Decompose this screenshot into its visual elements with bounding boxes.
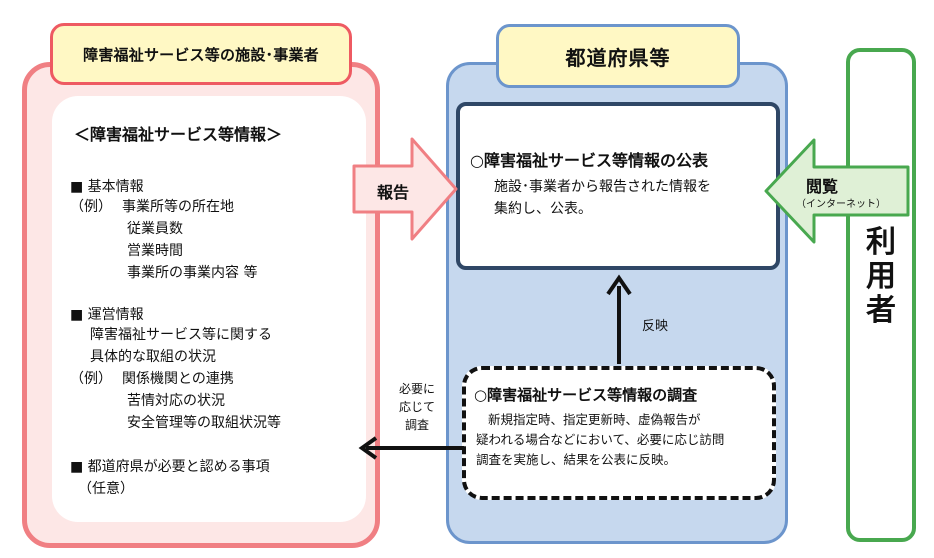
investigate-label-line: 必要に <box>398 382 435 396</box>
users-label: 利 用 者 <box>846 226 916 328</box>
operation-item: 安全管理等の取組状況等 <box>127 415 281 431</box>
basic-item: 営業時間 <box>127 243 183 259</box>
survey-desc: 調査を実施し、結果を公表に反映。 <box>476 452 677 467</box>
basic-item: 従業員数 <box>127 221 183 237</box>
users-label-char: 者 <box>866 293 896 328</box>
operation-item: 関係機関との連携 <box>122 371 234 387</box>
survey-box <box>462 366 776 500</box>
prefecture-items-note: （任意） <box>78 481 134 497</box>
survey-desc: 疑われる場合などにおいて、必要に応じ訪問 <box>476 432 725 447</box>
reflect-label: 反映 <box>642 319 669 334</box>
operation-desc: 具体的な取組の状況 <box>90 349 216 365</box>
publication-box <box>456 102 780 270</box>
users-label-char: 利 <box>866 225 896 260</box>
operation-item: 苦情対応の状況 <box>127 393 225 409</box>
basic-example-label: （例） <box>70 199 112 215</box>
basic-info-title: ■ 基本情報 <box>70 179 144 195</box>
users-panel <box>846 48 916 542</box>
prefecture-items-title: ■ 都道府県が必要と認める事項 <box>70 459 270 475</box>
prefecture-title: 都道府県等 <box>496 24 740 88</box>
facilities-info-card <box>52 96 366 522</box>
operation-example-label: （例） <box>70 371 112 387</box>
browse-arrow <box>764 138 910 244</box>
basic-item: 事業所等の所在地 <box>122 199 234 215</box>
investigate-label-line: 調査 <box>404 418 429 432</box>
info-heading: ＜障害福祉サービス等情報＞ <box>74 125 283 144</box>
browse-sublabel: （インターネット） <box>796 199 886 210</box>
browse-label: 閲覧 <box>806 177 839 196</box>
operation-desc: 障害福祉サービス等に関する <box>90 327 272 343</box>
facilities-title: 障害福祉サービス等の施設･事業者 <box>50 23 352 85</box>
survey-title: ○障害福祉サービス等情報の調査 <box>474 386 698 404</box>
users-label-char: 用 <box>866 259 896 294</box>
survey-desc: 新規指定時、指定更新時、虚偽報告が <box>488 412 701 427</box>
investigate-label-line: 応じて <box>398 400 435 414</box>
investigate-label: 必要に 応じて 調査 <box>397 380 437 434</box>
report-arrow <box>352 137 458 241</box>
publication-desc: 集約し、公表。 <box>494 201 592 217</box>
publication-desc: 施設･事業者から報告された情報を <box>494 179 711 195</box>
reflect-arrow <box>606 274 632 364</box>
publication-title: ○障害福祉サービス等情報の公表 <box>470 151 708 170</box>
operation-info-title: ■ 運営情報 <box>70 307 144 323</box>
report-label: 報告 <box>377 183 410 202</box>
investigate-arrow <box>358 436 464 460</box>
basic-item: 事業所の事業内容 等 <box>127 265 258 281</box>
